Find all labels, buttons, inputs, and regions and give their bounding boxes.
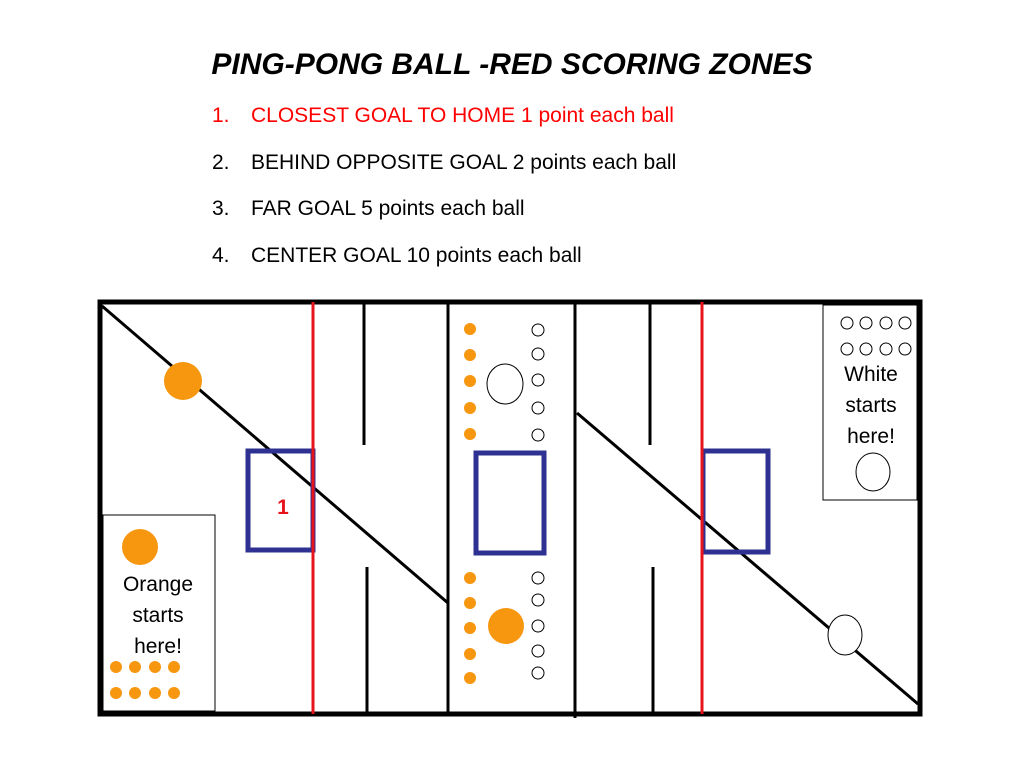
orange-ball — [464, 349, 476, 361]
white-ball — [531, 323, 545, 337]
orange-start-label-line1: Orange — [123, 573, 193, 596]
white-ball — [531, 401, 545, 415]
white-start-label-line3: here! — [847, 425, 895, 448]
white-ball — [840, 342, 854, 356]
white-ball — [859, 342, 873, 356]
orange-ball-reserve — [110, 661, 180, 699]
center-bottom-ball-group — [464, 571, 545, 684]
orange-start-label-line3: here! — [134, 635, 182, 658]
orange-ball-on-field — [164, 362, 202, 400]
orange-ball — [129, 687, 141, 699]
rule-number: 4. — [212, 243, 230, 267]
rule-number: 2. — [212, 150, 230, 174]
right-goal — [700, 448, 771, 555]
orange-ball — [168, 687, 180, 699]
white-ball — [531, 644, 545, 658]
rule-text: CENTER GOAL 10 points each ball — [251, 243, 582, 267]
white-ball — [531, 571, 545, 585]
rule-text: BEHIND OPPOSITE GOAL 2 points each ball — [251, 150, 677, 174]
white-ball-center — [486, 363, 524, 405]
orange-ball — [464, 597, 476, 609]
orange-ball — [110, 687, 122, 699]
orange-ball — [149, 687, 161, 699]
orange-ball — [168, 661, 180, 673]
white-start-ball — [855, 452, 891, 492]
rule-item-4: 4. CENTER GOAL 10 points each ball — [212, 244, 676, 267]
white-ball — [531, 619, 545, 633]
white-ball-on-field — [827, 614, 863, 656]
orange-start-box — [102, 514, 216, 712]
white-ball — [859, 316, 873, 330]
scoring-rules-list: 1. CLOSEST GOAL TO HOME 1 point each ball… — [212, 104, 676, 290]
white-start-label-line1: White — [844, 363, 898, 386]
orange-ball — [464, 402, 476, 414]
white-ball-reserve — [840, 316, 912, 356]
orange-start-label-line2: starts — [132, 604, 183, 627]
orange-ball-center — [488, 608, 524, 644]
white-ball — [531, 373, 545, 387]
orange-ball — [464, 428, 476, 440]
white-ball — [531, 666, 545, 680]
rule-number: 3. — [212, 197, 230, 220]
rule-number: 1. — [212, 104, 230, 127]
orange-ball — [149, 661, 161, 673]
right-diagonal-line — [576, 411, 919, 706]
zone-1-label: 1 — [277, 496, 289, 519]
rule-text: CLOSEST GOAL TO HOME 1 point each ball — [251, 104, 674, 127]
orange-ball — [464, 648, 476, 660]
rule-item-2: 2. BEHIND OPPOSITE GOAL 2 points each bal… — [212, 151, 676, 174]
orange-ball — [464, 323, 476, 335]
white-ball — [840, 316, 854, 330]
orange-ball — [110, 661, 122, 673]
field-border — [97, 299, 923, 717]
rule-item-3: 3. FAR GOAL 5 points each ball — [212, 197, 676, 220]
left-diagonal-line — [101, 304, 449, 605]
orange-ball — [464, 622, 476, 634]
rule-item-1: 1. CLOSEST GOAL TO HOME 1 point each ball — [212, 104, 676, 127]
orange-ball — [464, 672, 476, 684]
white-ball — [879, 342, 893, 356]
white-start-label-line2: starts — [845, 394, 896, 417]
orange-ball — [129, 661, 141, 673]
orange-ball — [464, 572, 476, 584]
page-title: PING-PONG BALL -RED SCORING ZONES — [211, 48, 813, 81]
white-ball — [531, 347, 545, 361]
orange-start-ball — [122, 529, 158, 565]
white-ball — [531, 593, 545, 607]
white-ball — [531, 428, 545, 442]
white-ball — [898, 316, 912, 330]
white-ball — [898, 342, 912, 356]
rule-text: FAR GOAL 5 points each ball — [251, 197, 525, 220]
center-goal — [473, 450, 547, 556]
white-ball — [879, 316, 893, 330]
center-top-ball-group — [464, 323, 545, 442]
orange-ball — [464, 375, 476, 387]
